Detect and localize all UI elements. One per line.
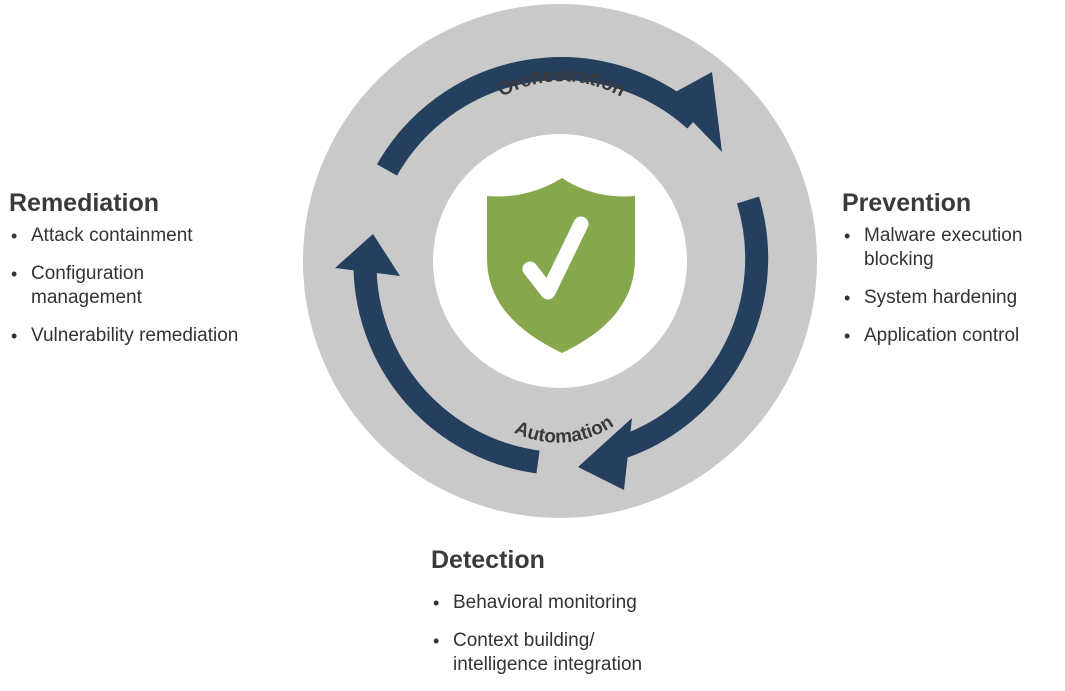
detection-section: Detection Behavioral monitoring Context … [431,545,731,691]
remediation-list: Attack containment Configuration managem… [9,224,309,348]
list-item: Behavioral monitoring [431,591,731,615]
remediation-section: Remediation Attack containment Configura… [9,188,309,362]
list-item: System hardening [842,286,1062,310]
detection-title: Detection [431,546,545,574]
prevention-section: Prevention Malware execution blocking Sy… [842,188,1062,362]
shield-check-icon [487,178,635,353]
prevention-title: Prevention [842,189,972,217]
list-item: Configuration management [9,262,201,310]
left-arrow [335,234,540,474]
remediation-title: Remediation [9,189,160,217]
list-item: Vulnerability remediation [9,324,309,348]
orchestration-arrow [376,57,722,176]
detection-list: Behavioral monitoring Context building/ … [431,591,731,677]
list-item: Context building/ intelligence integrati… [431,629,683,677]
right-arrow [578,196,769,490]
list-item: Application control [842,324,1062,348]
list-item: Malware execution blocking [842,224,1064,272]
prevention-list: Malware execution blocking System harden… [842,224,1062,348]
check-icon [522,216,589,300]
list-item: Attack containment [9,224,309,248]
